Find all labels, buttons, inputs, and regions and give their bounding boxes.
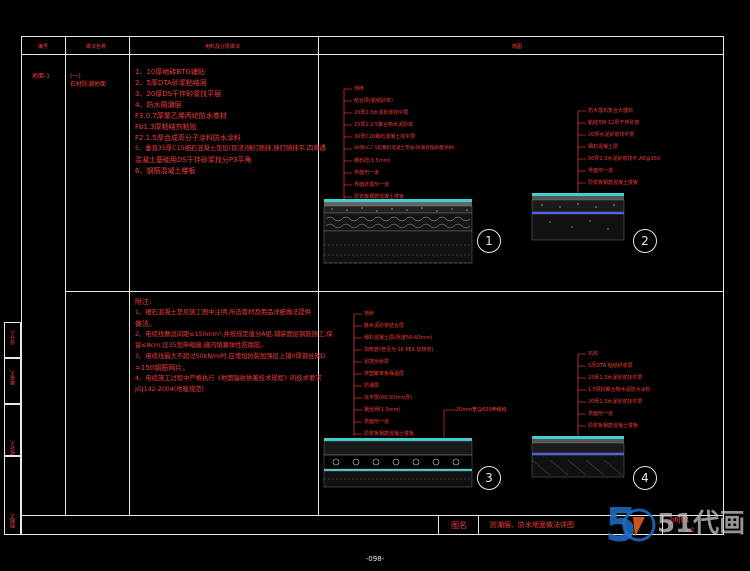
titleblock-sep-3 — [662, 515, 663, 535]
d3-callout: 20mm宽@600伸缩缝 — [456, 407, 507, 413]
sidebar-text-2: 校对人 — [10, 440, 16, 455]
step: Fb1.3厚粘结剂粘贴 — [135, 123, 197, 131]
d4-label: 1.5厚JS聚合物水泥防水涂料 — [588, 387, 651, 393]
titleblock-divider — [21, 515, 724, 516]
diagram-3-section — [323, 313, 473, 488]
d4-label: 石材 — [588, 351, 599, 357]
note: 做法。 — [135, 320, 156, 328]
note: 留≤8cm,设35宽伸缩缝,缝内填塞弹性防腐胶。 — [135, 342, 267, 349]
sidebar-cell — [4, 456, 21, 535]
d2-label: 原浆板钢筋混凝土楼板 — [588, 180, 639, 186]
svg-text:5: 5 — [605, 498, 637, 552]
d3-label: 钢丝网(1.5mm) — [364, 407, 401, 413]
diagram-1-number: 1 — [477, 229, 501, 253]
header-col-diagram: 简图 — [512, 44, 523, 50]
note: 2、电缆线敷设间距≤150mm²,并按规定值分A组,铺装面层钢筋施工,保 — [135, 331, 333, 338]
d2-label: 细石混凝土层 — [588, 144, 619, 150]
diagram-4-number: 4 — [633, 466, 657, 490]
d1-label: 细石砼(1.5mm) — [354, 158, 391, 164]
header-col-layers: 用料及分层做法 — [205, 44, 241, 50]
d4-label: 5厚DTA 粘结砂浆层 — [588, 363, 633, 369]
d3-label: 加热管(管径为 16 PEX 加热管) — [364, 347, 434, 353]
d3-label: 找平层(60-50mm厚) — [364, 395, 413, 401]
diagram-3-number: 3 — [477, 466, 501, 490]
d3-label: 原浆板钢筋混凝土楼板 — [364, 431, 415, 437]
step: 2、5厚DTA砂浆粘结层 — [135, 79, 207, 87]
watermark-text: 51代画 — [657, 509, 746, 539]
d3-label: 地砖 — [364, 311, 375, 317]
d1-label: 地砖 — [354, 86, 365, 92]
sidebar-text-1: 审核人 — [10, 370, 16, 385]
d1-label: 界面剂一道 — [354, 170, 380, 176]
diagram-2-section — [531, 110, 625, 241]
diagram-2-number: 2 — [633, 229, 657, 253]
step: F3.0.7厚聚乙烯丙纶防水卷材 — [135, 112, 227, 120]
sidebar-text-3: 设计人 — [10, 330, 16, 345]
d2-label: 防大理石复合大理石 — [588, 108, 634, 114]
row-divider — [65, 291, 724, 292]
d1-label: 界面处理剂一道 — [354, 182, 390, 188]
step: F2.1.5厚合成高分子涂料防水涂料 — [135, 134, 241, 142]
col-divider-3 — [318, 36, 319, 515]
d4-label: 20厚1:3水泥砂浆找平层 — [588, 399, 643, 405]
d3-label: 挤塑聚苯板保温层 — [364, 371, 405, 377]
titleblock-sep-2 — [478, 515, 479, 535]
sidebar-cell — [4, 358, 21, 404]
d4-label: 原浆板钢筋混凝土楼板 — [588, 423, 639, 429]
row1-name-line1: (一) — [70, 73, 81, 80]
d1-label: 30厚C20细石混凝土找平层 — [354, 134, 416, 140]
row1-name-line2: 石材防潮地面 — [70, 81, 107, 88]
d1-label: 原浆板钢筋混凝土楼板 — [354, 194, 405, 200]
diagram-1-section — [323, 88, 473, 264]
d2-label: 20厚水泥砂浆找平层 — [588, 132, 635, 138]
d3-label: 界面剂一道 — [364, 419, 390, 425]
d1-label: 15厚1:2.5聚合物水泥砂浆 — [354, 122, 414, 128]
d1-label: 结合层(粘结砂浆) — [354, 98, 393, 104]
d2-label: 界面剂一道 — [588, 168, 614, 174]
d4-label: 15厚1:3水泥砂浆找平层 — [588, 375, 643, 381]
titleblock-sub: 2.2 — [685, 527, 695, 534]
col-divider-2 — [129, 36, 130, 515]
drawing-frame — [21, 36, 724, 535]
col-divider-1 — [65, 36, 66, 515]
step: 6、钢筋混凝土楼板 — [135, 167, 196, 175]
watermark-icon: 5 — [605, 498, 656, 552]
d2-label: 50厚1:3水泥砂浆找平,A6@150 — [588, 156, 661, 162]
note: 4、电缆施工过程中严格执行《地面辐射供暖技术规程》的技术要求 — [135, 375, 322, 382]
step: 1、10厚地砖BTG铺贴 — [135, 68, 205, 76]
step: 4、防水隔潮层 — [135, 101, 182, 109]
header-col-name: 做法名称 — [86, 44, 107, 50]
d3-label: 撒水泥砂浆结合层 — [364, 323, 405, 329]
header-divider — [21, 54, 724, 55]
d2-label: 粘结剂8-12厚干拌砂浆 — [588, 120, 640, 126]
d1-label: 80厚LC7.5轻集料混凝土垫层(防潮处理表面涂刷) — [354, 146, 455, 151]
step: 3、20厚DS干拌砂浆找平层 — [135, 90, 222, 98]
page-number: -098- — [365, 555, 385, 563]
d3-label: 细石混凝土层(厚度50-60mm) — [364, 335, 433, 341]
note: 附注: — [135, 298, 152, 306]
titleblock-code: JJ6J01 — [670, 516, 690, 524]
header-col-number: 编号 — [38, 44, 49, 50]
note: JGJ142-2004(地暖规范) — [135, 386, 205, 393]
titleblock-title: 防潮层、防水地面做法详图 — [490, 521, 574, 529]
step: 5、垂直35厚C15细石混凝土垫层(现浇)随打随抹,随打随抹平,四周遇 — [135, 145, 326, 152]
titleblock-sep-1 — [438, 515, 439, 535]
d3-label: 防潮层 — [364, 383, 380, 389]
note: 1、细石混凝土垫层施工图中注明,所选管材及用品详细做法提供 — [135, 309, 312, 316]
sidebar-cell — [4, 322, 21, 358]
titleblock-label: 图名 — [451, 521, 467, 530]
d3-label: 铝箔反射层 — [364, 359, 390, 365]
d4-label: 界面剂一道 — [588, 411, 614, 417]
d1-label: 20厚1:3水泥砂浆找平层 — [354, 110, 409, 116]
diagram-4-section — [531, 353, 625, 478]
step: 混凝土基础用DS干拌砂浆找分P3平角 — [135, 156, 252, 164]
watermark-logo: 5 51代画 — [605, 497, 745, 555]
row1-id: 地面-1 — [32, 73, 50, 80]
sidebar-cell — [4, 404, 21, 456]
note: 3、电缆线最大不超过50kN/m时,应增加抗裂加强层上铺0厚钢丝网D — [135, 353, 326, 360]
note: =150钢筋网片。 — [135, 364, 190, 372]
sidebar-text-4: 制图人 — [10, 513, 16, 528]
